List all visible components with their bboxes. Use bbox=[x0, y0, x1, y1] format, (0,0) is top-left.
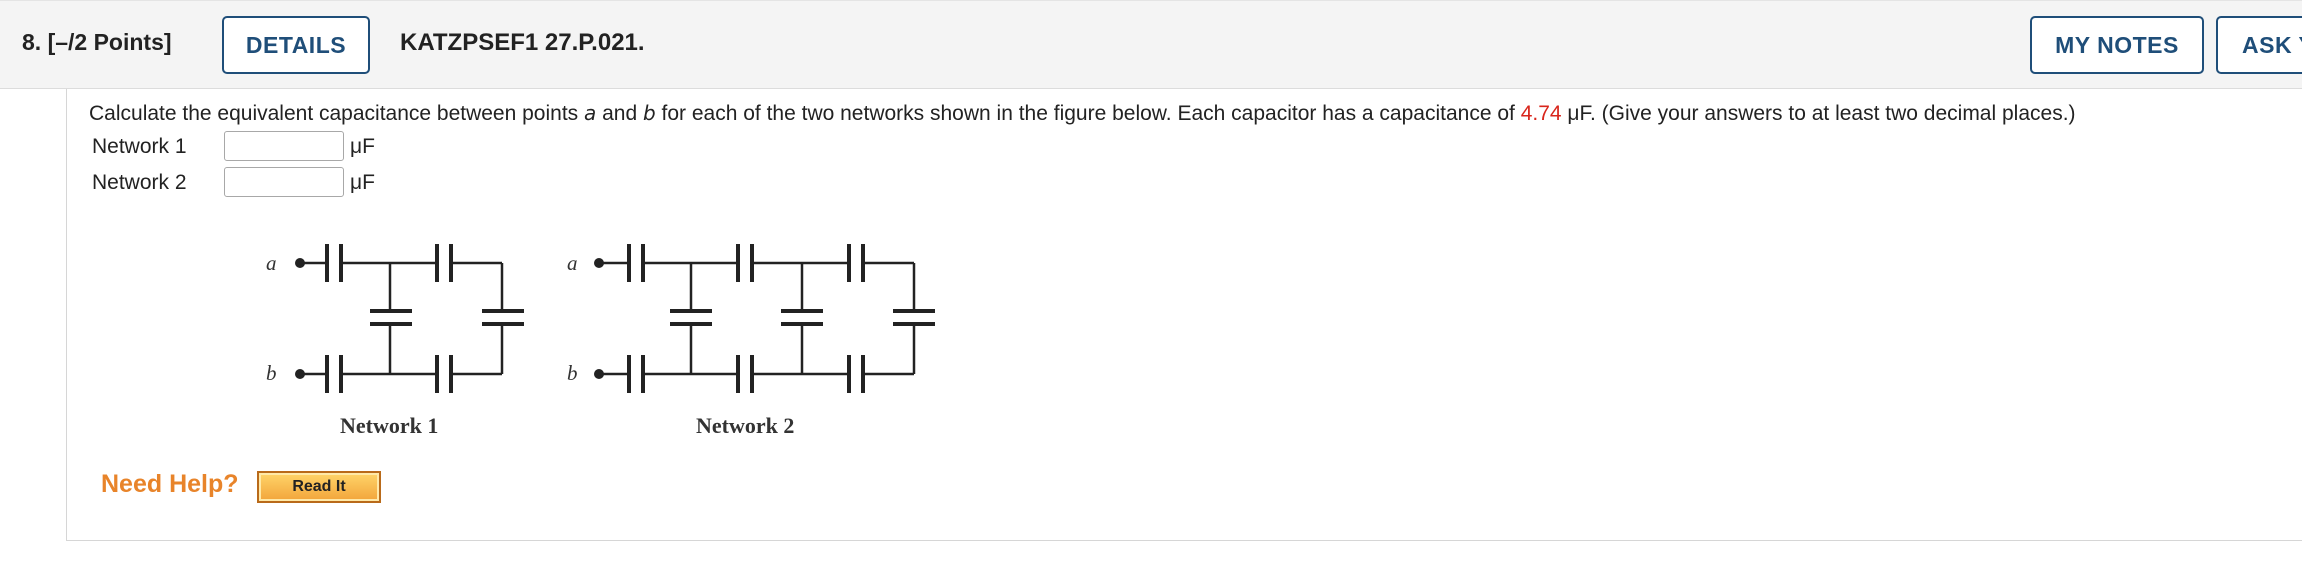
capacitance-value: 4.74 bbox=[1520, 102, 1562, 125]
read-it-button[interactable]: Read It bbox=[257, 471, 381, 503]
capacitor-networks-figure: a b Network 1 bbox=[240, 188, 980, 448]
answer-label-network-2: Network 2 bbox=[92, 171, 187, 194]
question-card bbox=[66, 89, 2302, 541]
question-text: Calculate the equivalent capacitance bet… bbox=[89, 101, 2076, 126]
network-2-label-b: b bbox=[567, 361, 578, 385]
question-text-part: for each of the two networks shown in th… bbox=[655, 102, 1521, 125]
terminal-a-dot bbox=[295, 258, 305, 268]
circuit-diagram: a b Network 1 bbox=[266, 244, 935, 438]
point-b-label: b bbox=[642, 101, 656, 125]
terminal-a-dot bbox=[594, 258, 604, 268]
question-text-part: and bbox=[596, 102, 643, 125]
network-1-answer-input[interactable] bbox=[224, 131, 344, 161]
ask-your-teacher-button[interactable]: ASK Y bbox=[2216, 16, 2302, 74]
question-number-points: 8. [–/2 Points] bbox=[22, 29, 172, 55]
terminal-b-dot bbox=[295, 369, 305, 379]
details-button[interactable]: DETAILS bbox=[222, 16, 370, 74]
my-notes-button[interactable]: MY NOTES bbox=[2030, 16, 2204, 74]
network-2-caption: Network 2 bbox=[696, 413, 794, 438]
need-help-label: Need Help? bbox=[101, 470, 239, 498]
question-text-part: Calculate the equivalent capacitance bet… bbox=[89, 102, 584, 125]
network-2-circuit bbox=[599, 244, 935, 393]
network-1-circuit bbox=[300, 244, 524, 393]
problem-id: KATZPSEF1 27.P.021. bbox=[400, 29, 645, 56]
answer-label-network-1: Network 1 bbox=[92, 135, 187, 158]
network-1-label-b: b bbox=[266, 361, 277, 385]
network-1-caption: Network 1 bbox=[340, 413, 438, 438]
question-text-part: μF. (Give your answers to at least two d… bbox=[1561, 102, 2076, 125]
terminal-b-dot bbox=[594, 369, 604, 379]
network-2-label-a: a bbox=[567, 251, 578, 275]
network-2-answer-input[interactable] bbox=[224, 167, 344, 197]
answer-unit: μF bbox=[350, 171, 375, 194]
network-1-label-a: a bbox=[266, 251, 277, 275]
answer-unit: μF bbox=[350, 135, 375, 158]
point-a-label: a bbox=[584, 101, 597, 125]
question-header: 8. [–/2 Points] DETAILS KATZPSEF1 27.P.0… bbox=[0, 0, 2302, 89]
